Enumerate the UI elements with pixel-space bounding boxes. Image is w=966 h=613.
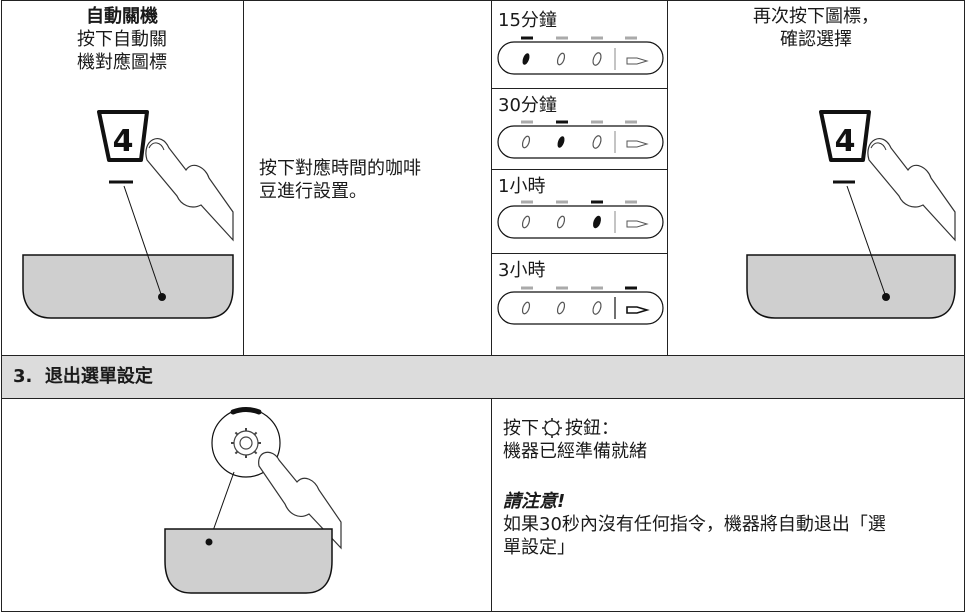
confirm-panel: 再次按下圖標， 確認選擇 xyxy=(667,5,965,51)
option-3hour-selector xyxy=(497,286,664,325)
section-divider-bottom xyxy=(1,398,965,399)
note-line2: 單設定」 xyxy=(503,537,575,558)
ready-text: 機器已經準備就緒 xyxy=(503,441,647,462)
section-3-title: 3. 退出選單設定 xyxy=(13,366,153,387)
col-divider-2 xyxy=(491,0,492,355)
row-divider-2 xyxy=(491,169,667,170)
option-1hour-label: 1小時 xyxy=(498,176,546,197)
border-left xyxy=(1,0,2,612)
note-line1: 如果30秒內沒有任何指令，機器將自動退出「選 xyxy=(503,514,886,535)
key-press-illustration: 4 xyxy=(22,110,234,319)
key-digit-right: 4 xyxy=(835,124,856,159)
col-divider-1 xyxy=(243,0,244,355)
note-title: 請注意! xyxy=(503,491,566,512)
middle-line1: 按下對應時間的咖啡 xyxy=(259,158,421,179)
option-selectors xyxy=(497,36,664,325)
step-panel: 自動關機 按下自動關 機對應圖標 xyxy=(1,5,243,74)
section-divider-top xyxy=(1,355,965,356)
gear-button-icon xyxy=(539,418,565,438)
press-gear-line: 按下 按鈕： xyxy=(503,417,963,440)
option-15min-selector xyxy=(497,36,664,75)
col-divider-3 xyxy=(667,0,668,355)
section-3-header: 3. 退出選單設定 xyxy=(1,355,965,398)
option-30min-selector xyxy=(497,120,664,159)
border-right xyxy=(964,0,965,612)
confirm-line2: 確認選擇 xyxy=(780,29,852,50)
confirm-line1: 再次按下圖標， xyxy=(753,6,879,27)
exit-menu-text: 按下 按鈕： 機器已經準備就緒 請注意! 如果30秒內沒有任何指令，機器將自動退出… xyxy=(503,417,963,559)
exit-menu-illustration xyxy=(164,407,342,594)
col-divider-bottom xyxy=(491,398,492,612)
middle-instruction: 按下對應時間的咖啡 豆進行設置。 xyxy=(259,157,484,203)
step-instruction-line1: 按下自動關 xyxy=(77,29,167,50)
middle-line2: 豆進行設置。 xyxy=(259,181,367,202)
row-divider-1 xyxy=(491,88,667,89)
option-1hour-selector xyxy=(497,200,664,239)
row-divider-3 xyxy=(491,253,667,254)
border-bottom xyxy=(1,611,965,612)
border-top xyxy=(1,0,965,1)
press-suffix: 按鈕： xyxy=(565,418,619,439)
option-3hour-label: 3小時 xyxy=(498,260,546,281)
option-30min-label: 30分鐘 xyxy=(498,95,557,116)
gear-icon xyxy=(231,428,261,458)
step-instruction-line2: 機對應圖標 xyxy=(77,52,167,73)
option-15min-label: 15分鐘 xyxy=(498,10,557,31)
confirm-key-illustration: 4 xyxy=(746,110,956,319)
key-digit-left: 4 xyxy=(113,124,134,159)
step-title: 自動關機 xyxy=(86,6,158,27)
press-prefix: 按下 xyxy=(503,418,539,439)
